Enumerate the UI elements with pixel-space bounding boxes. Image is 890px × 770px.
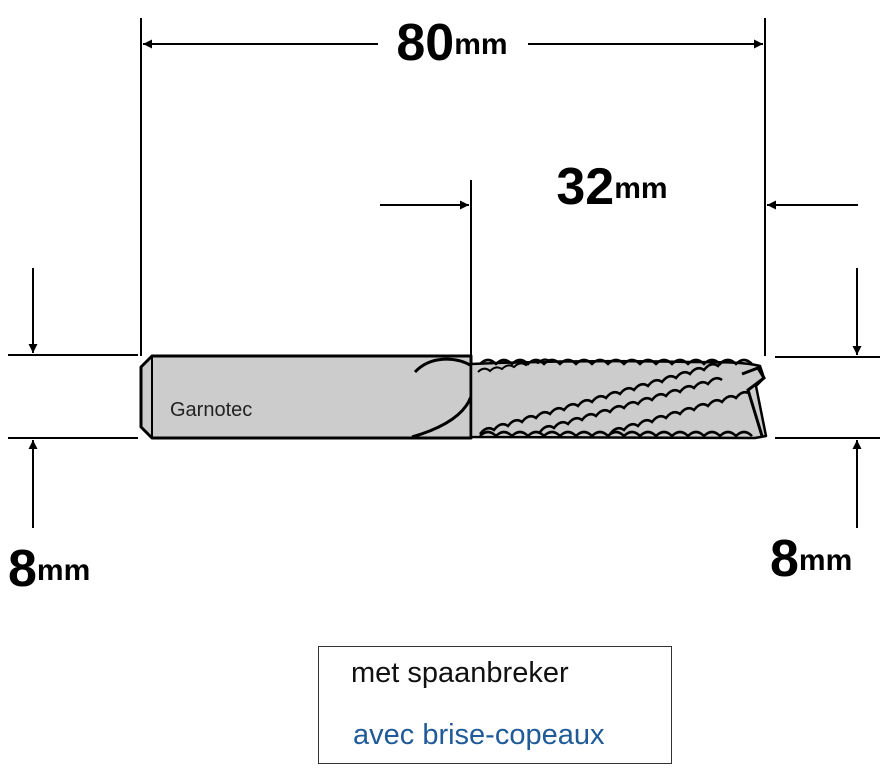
helix-edge-2 xyxy=(479,358,733,435)
cutting-diameter-dimension: 8mm xyxy=(770,268,880,588)
caption-box: met spaanbreker avec brise-copeaux xyxy=(318,646,672,764)
router-bit: Garnotec xyxy=(139,354,768,440)
brand-label: Garnotec xyxy=(170,399,252,421)
cutting-body xyxy=(469,359,768,440)
total-length-label: 80mm xyxy=(396,14,507,72)
shank-diameter-dimension: 8mm xyxy=(8,268,138,598)
shank-diameter-label: 8mm xyxy=(8,540,90,598)
helix-edge-3 xyxy=(539,376,723,433)
cutting-length-label: 32mm xyxy=(556,158,667,216)
chip-breaker-bottom-edge xyxy=(479,430,753,438)
helix-edge-4 xyxy=(609,390,751,435)
caption-french: avec brise-copeaux xyxy=(353,719,605,751)
total-length-dimension: 80mm xyxy=(140,14,766,356)
helix-edge-1 xyxy=(477,358,551,373)
tool-shank xyxy=(139,354,473,440)
chip-breaker-top-edge xyxy=(479,358,753,366)
tool-tip xyxy=(741,366,766,437)
cutting-length-dimension: 32mm xyxy=(380,158,858,356)
cutting-diameter-label: 8mm xyxy=(770,530,852,588)
caption-dutch: met spaanbreker xyxy=(351,657,569,689)
